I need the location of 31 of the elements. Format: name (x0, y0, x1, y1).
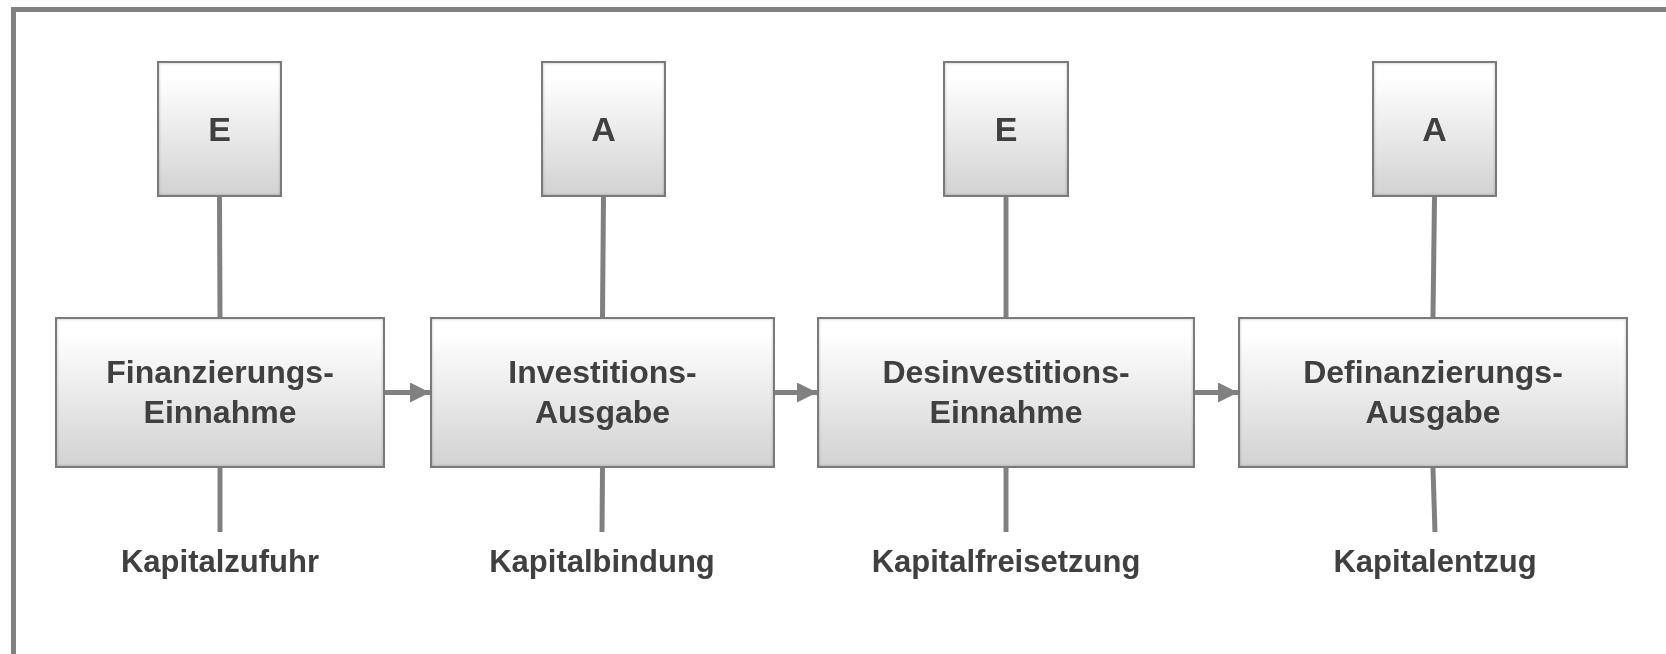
connector-line (217, 468, 223, 532)
box-label: Desinvestitions- Einnahme (881, 353, 1131, 432)
connector-line (1003, 468, 1009, 532)
process-box (817, 317, 1195, 468)
process-box (55, 317, 385, 468)
letter-box (157, 61, 282, 197)
box-label: E (994, 109, 1018, 149)
connector-line (599, 468, 605, 532)
connector-line (1430, 196, 1437, 318)
arrow (775, 382, 817, 403)
box-label: A (591, 109, 616, 149)
connector-line (600, 197, 606, 317)
stage-label: Kapitalentzug (1333, 544, 1537, 580)
stage-label: Kapitalzufuhr (120, 544, 320, 580)
box-label: A (1422, 109, 1447, 149)
arrow (1195, 382, 1238, 403)
process-box (1238, 317, 1628, 468)
process-box (430, 317, 775, 468)
letter-box (943, 61, 1069, 197)
arrow (385, 382, 430, 403)
letter-box (541, 61, 666, 197)
connector-line (1003, 197, 1009, 317)
stage-label: Kapitalfreisetzung (871, 544, 1141, 580)
stage-label: Kapitalbindung (489, 544, 715, 580)
box-label: Finanzierungs- Einnahme (105, 353, 335, 432)
box-label: E (208, 109, 231, 149)
connector-line (217, 197, 223, 317)
box-label: Investitions- Ausgabe (507, 353, 698, 432)
letter-box (1372, 61, 1497, 197)
box-label: Definanzierungs- Ausgabe (1302, 353, 1564, 432)
connector-line (1430, 467, 1438, 533)
